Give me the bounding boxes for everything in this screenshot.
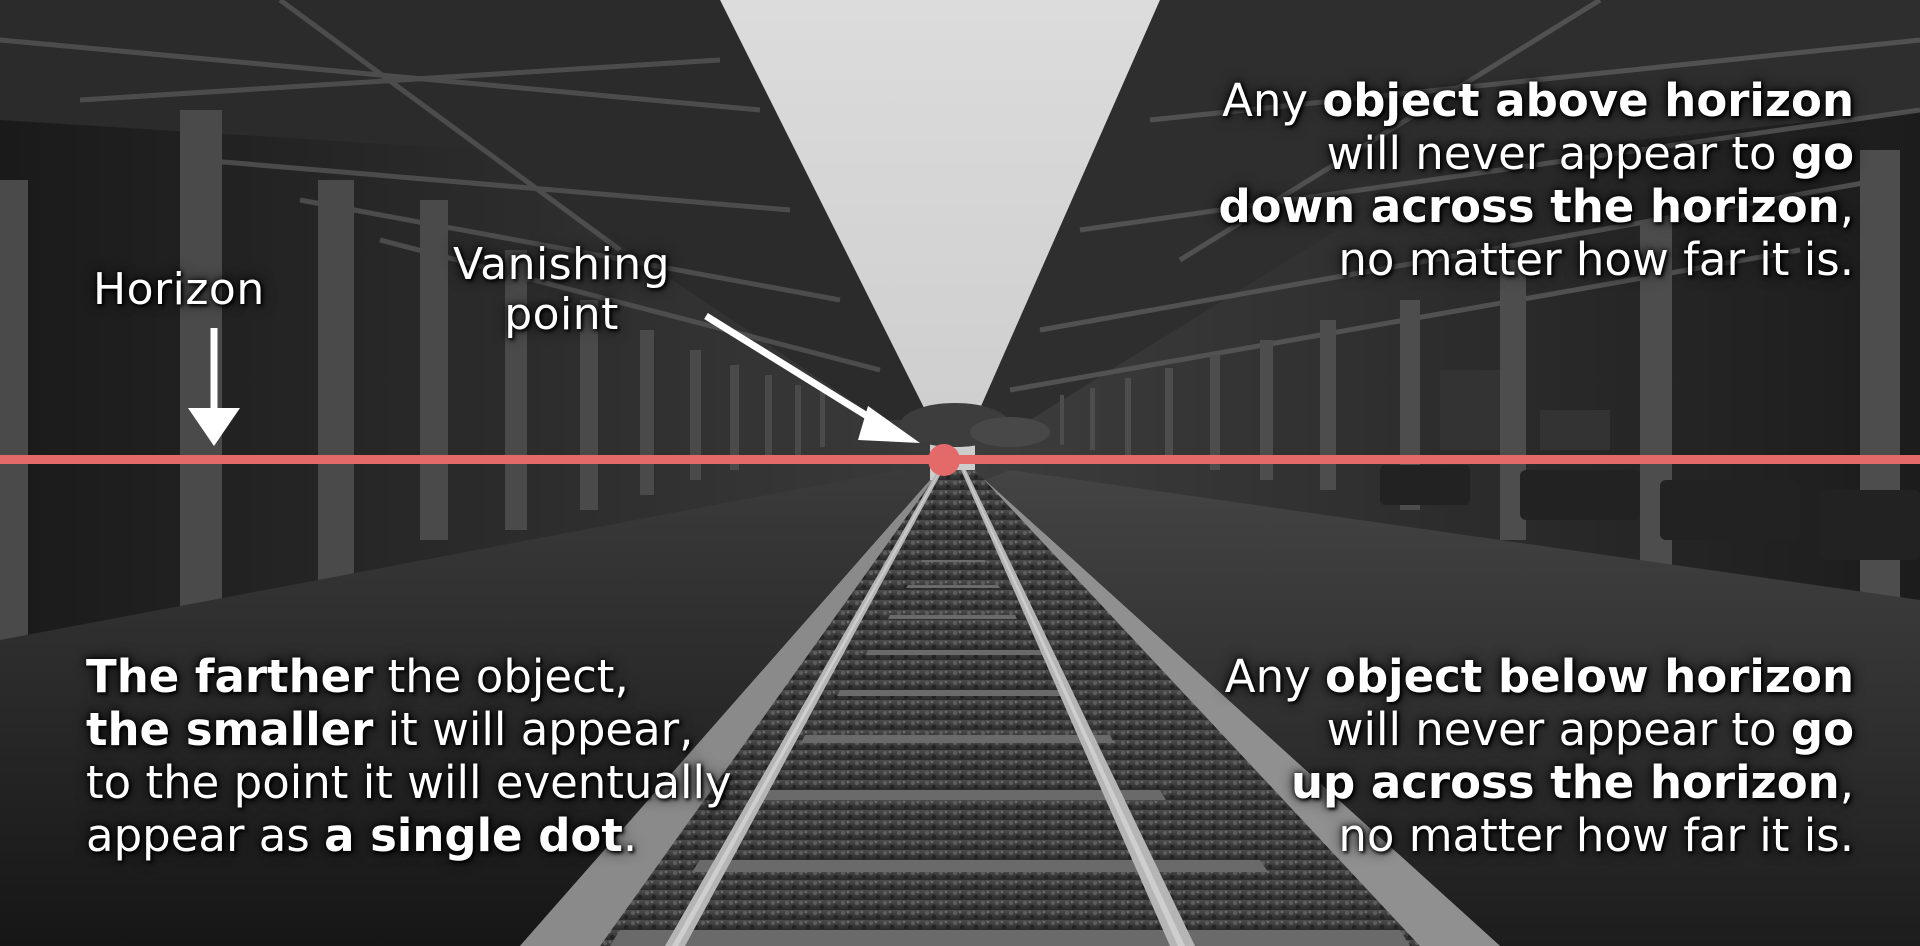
below-line-1: Any object below horizon — [1225, 650, 1854, 703]
below-line-4: no matter how far it is. — [1225, 809, 1854, 862]
above-line-4: no matter how far it is. — [1218, 233, 1854, 286]
vanishing-point-dot — [928, 444, 960, 476]
above-line-2: will never appear to go — [1218, 127, 1854, 180]
below-line-2: will never appear to go — [1225, 703, 1854, 756]
distance-line-2: the smaller it will appear, — [86, 703, 732, 756]
distance-line-1: The farther the object, — [86, 650, 732, 703]
distance-text: The farther the object, the smaller it w… — [86, 650, 732, 862]
above-line-3: down across the horizon, — [1218, 180, 1854, 233]
distance-line-4: appear as a single dot. — [86, 809, 732, 862]
above-horizon-text: Any object above horizon will never appe… — [1218, 74, 1854, 286]
horizon-line — [0, 455, 1920, 464]
above-line-1: Any object above horizon — [1218, 74, 1854, 127]
vanishing-point-label: Vanishing point — [453, 240, 670, 340]
horizon-label: Horizon — [93, 268, 265, 312]
distance-line-3: to the point it will eventually — [86, 756, 732, 809]
vanishing-point-label-line1: Vanishing — [453, 240, 670, 290]
below-line-3: up across the horizon, — [1225, 756, 1854, 809]
vanishing-point-label-line2: point — [453, 290, 670, 340]
below-horizon-text: Any object below horizon will never appe… — [1225, 650, 1854, 862]
